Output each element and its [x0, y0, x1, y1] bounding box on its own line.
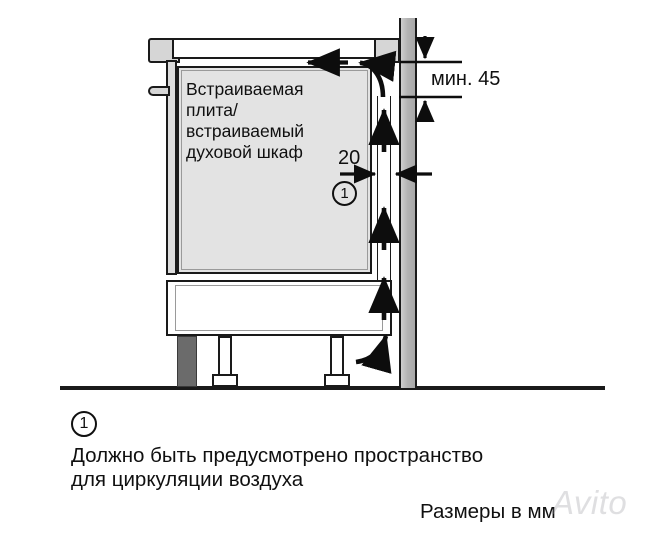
- appliance-label: Встраиваемая плита/ встраиваемый духовой…: [186, 79, 305, 162]
- dimension-label-20: 20: [338, 147, 361, 169]
- note-text: Должно быть предусмотрено пространство д…: [71, 444, 484, 491]
- floor-line: [60, 386, 605, 390]
- cabinet-plinth: [177, 336, 197, 387]
- curved-arrow-icon-bottom: [355, 334, 392, 374]
- cabinet-leg-left-foot: [212, 374, 238, 387]
- cabinet-leg-right-foot: [324, 374, 350, 387]
- dimension-label-min-45: мин. 45: [431, 68, 501, 90]
- callout-marker-1: 1: [332, 181, 357, 206]
- units-note: Размеры в мм: [420, 500, 556, 523]
- panel-handle-nub: [148, 86, 170, 96]
- curved-arrow-icon-top: [358, 50, 397, 98]
- airflow-arrows-layer: [306, 36, 462, 374]
- installation-diagram: Встраиваемая плита/ встраиваемый духовой…: [60, 18, 605, 390]
- lower-drawer: [166, 280, 392, 336]
- wall: [399, 18, 417, 388]
- note-marker-1: 1: [71, 411, 97, 437]
- appliance-body: [177, 66, 372, 274]
- notes-section: 1 Должно быть предусмотрено пространство…: [0, 398, 658, 540]
- cabinet-side-panel: [166, 60, 177, 275]
